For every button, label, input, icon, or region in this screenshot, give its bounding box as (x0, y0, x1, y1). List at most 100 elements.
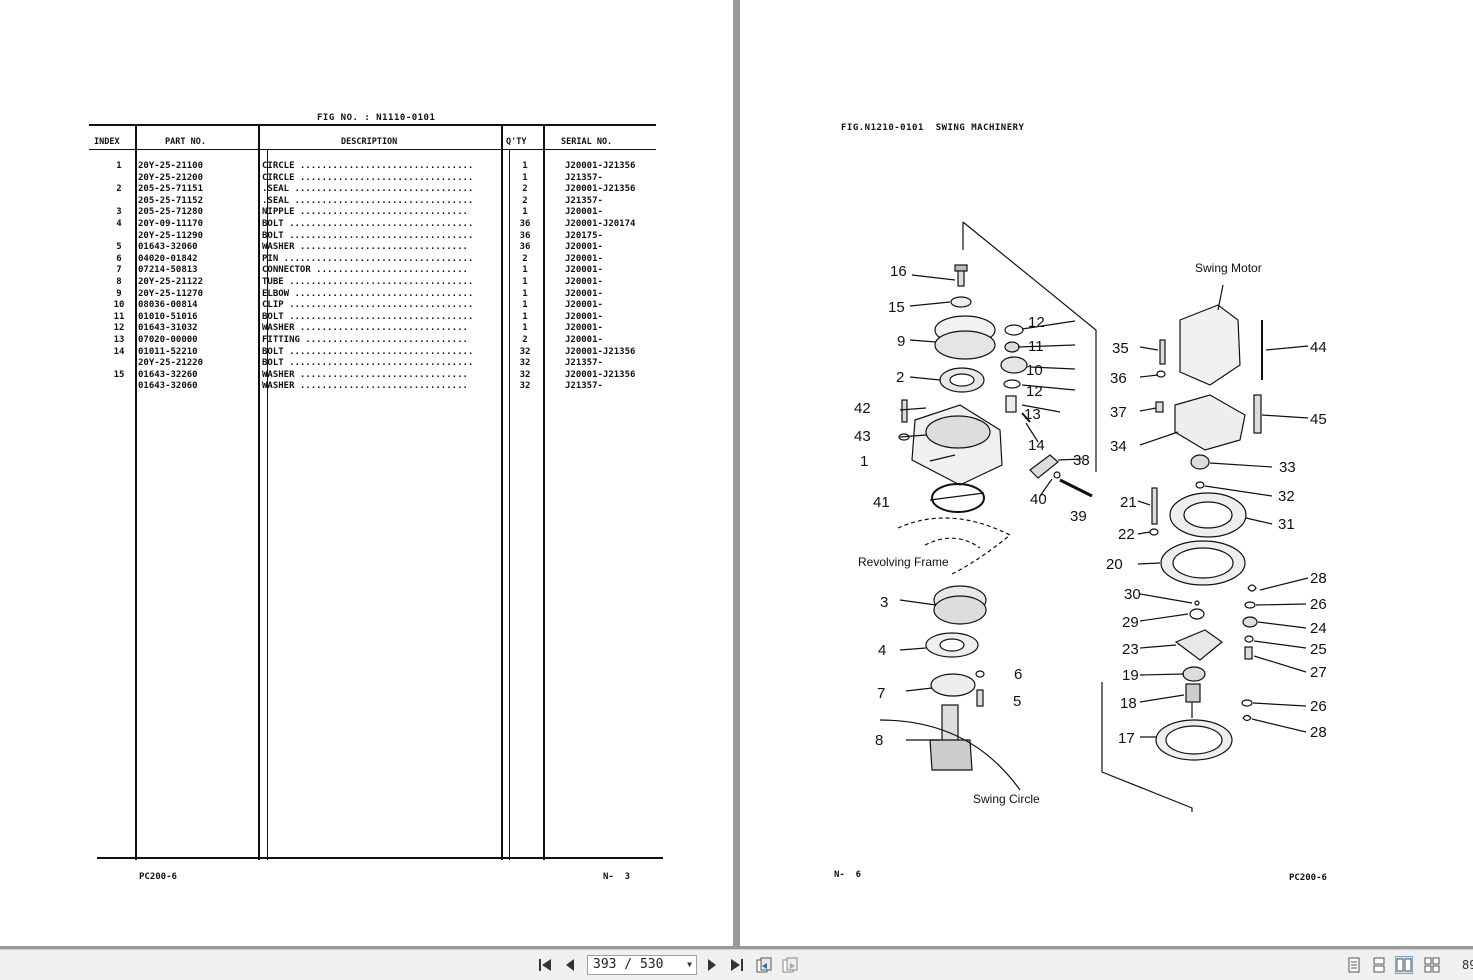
label-swing-motor: Swing Motor (1195, 261, 1262, 275)
callout-number: 24 (1310, 620, 1327, 637)
cell-index: 6 (116, 253, 122, 264)
callout-number: 7 (877, 685, 885, 702)
callout-number: 31 (1278, 516, 1295, 533)
cell-index: 10 (113, 300, 125, 311)
go-back-icon[interactable] (755, 956, 773, 974)
table-header-rule (89, 149, 656, 150)
zoom-level[interactable]: 89 (1462, 958, 1473, 972)
cell-serial-no: J20001-J21356 (565, 161, 636, 171)
footer-model: PC200-6 (1289, 873, 1327, 883)
continuous-view-icon[interactable] (1370, 956, 1388, 974)
cell-description: WASHER ............................... (262, 323, 468, 334)
cell-serial-no: J20001- (565, 311, 603, 322)
cell-description: BOLT .................................. (262, 358, 474, 369)
footer-page-number: N- 6 (834, 870, 862, 880)
column-divider (135, 125, 137, 860)
col-header-index: INDEX (94, 137, 120, 147)
callout-number: 37 (1110, 404, 1127, 421)
callout-number: 39 (1070, 508, 1087, 525)
table-bottom-rule (97, 857, 663, 859)
cell-qty: 2 (522, 184, 528, 195)
cell-index: 5 (116, 242, 122, 253)
cell-part-no: 20Y-25-21200 (138, 172, 204, 183)
cell-index: 8 (116, 277, 122, 287)
cell-qty: 1 (522, 207, 528, 218)
callout-number: 17 (1118, 730, 1135, 747)
callout-number: 1 (860, 453, 868, 470)
fig-title: FIG NO. : N1110-0101 (317, 113, 436, 123)
cell-serial-no: J20001-J21356 (565, 346, 636, 357)
cell-serial-no: J20001- (565, 300, 603, 311)
cell-serial-no: J20001- (565, 335, 603, 345)
cell-index: 7 (116, 265, 122, 276)
cell-serial-no: J20001- (565, 277, 603, 287)
single-page-view-icon[interactable] (1345, 956, 1363, 974)
callout-number: 28 (1310, 724, 1327, 741)
cell-qty: 36 (519, 242, 531, 253)
cell-description: CLIP .................................. (262, 300, 474, 311)
cell-index: 9 (116, 288, 122, 299)
cell-serial-no: J20001-J21356 (565, 184, 636, 195)
cell-part-no: 01011-52210 (138, 346, 198, 357)
cell-qty: 32 (519, 369, 531, 380)
callout-number: 40 (1030, 491, 1047, 508)
facing-view-icon[interactable] (1395, 956, 1413, 974)
cell-index: 4 (116, 219, 122, 229)
callout-number: 21 (1120, 494, 1137, 511)
callout-number: 35 (1112, 340, 1129, 357)
cell-qty: 1 (522, 323, 528, 334)
cell-index: 11 (113, 311, 125, 322)
col-header-serial-no: SERIAL NO. (561, 137, 613, 147)
cell-part-no: 20Y-09-11170 (138, 219, 204, 229)
cell-description: WASHER ............................... (262, 242, 468, 253)
callout-number: 29 (1122, 614, 1139, 631)
cell-qty: 1 (522, 265, 528, 276)
page-number-select[interactable]: 393 / 530 ▼ (587, 955, 697, 975)
callout-number: 3 (880, 594, 888, 611)
cell-qty: 1 (522, 277, 528, 287)
cell-part-no: 205-25-71151 (138, 184, 204, 195)
cell-part-no: 20Y-25-11270 (138, 288, 204, 299)
cell-qty: 32 (519, 346, 531, 357)
cell-index: 13 (113, 335, 125, 345)
cell-part-no: 01643-31032 (138, 323, 198, 334)
label-revolving-frame: Revolving Frame (858, 555, 949, 569)
cell-description: TUBE .................................. (262, 277, 474, 287)
table-top-rule (89, 124, 656, 126)
column-divider (501, 125, 503, 860)
callout-number: 28 (1310, 570, 1327, 587)
callout-number: 2 (896, 369, 904, 386)
cell-part-no: 20Y-25-21220 (138, 358, 204, 369)
cell-description: .SEAL ................................. (262, 184, 474, 195)
cell-qty: 36 (519, 230, 531, 241)
callout-number: 36 (1110, 370, 1127, 387)
last-page-button[interactable] (728, 956, 746, 974)
chevron-down-icon: ▼ (687, 960, 692, 969)
callout-number: 27 (1310, 664, 1327, 681)
callout-number: 30 (1124, 586, 1141, 603)
cell-serial-no: J20001- (565, 242, 603, 253)
cell-qty: 2 (522, 335, 528, 345)
cell-qty: 1 (522, 288, 528, 299)
first-page-button[interactable] (536, 956, 554, 974)
callout-number: 43 (854, 428, 871, 445)
footer-page-number: N- 3 (603, 872, 631, 882)
col-header-part-no: PART NO. (165, 137, 206, 147)
continuous-facing-view-icon[interactable] (1423, 956, 1441, 974)
callout-number: 38 (1073, 452, 1090, 469)
cell-part-no: 20Y-25-21122 (138, 277, 204, 287)
callout-number: 44 (1310, 339, 1327, 356)
callout-labels: 1615924243141347812111012131438403965353… (854, 263, 1327, 749)
col-header-qty: Q'TY (506, 137, 527, 147)
cell-description: FITTING .............................. (262, 335, 468, 345)
callout-number: 16 (890, 263, 907, 280)
callout-number: 9 (897, 333, 905, 350)
next-page-button[interactable] (703, 956, 721, 974)
callout-number: 41 (873, 494, 890, 511)
cell-index: 2 (116, 184, 122, 195)
go-forward-icon[interactable] (781, 956, 799, 974)
cell-serial-no: J21357- (565, 172, 603, 183)
callout-number: 22 (1118, 526, 1135, 543)
prev-page-button[interactable] (561, 956, 579, 974)
cell-qty: 2 (522, 253, 528, 264)
